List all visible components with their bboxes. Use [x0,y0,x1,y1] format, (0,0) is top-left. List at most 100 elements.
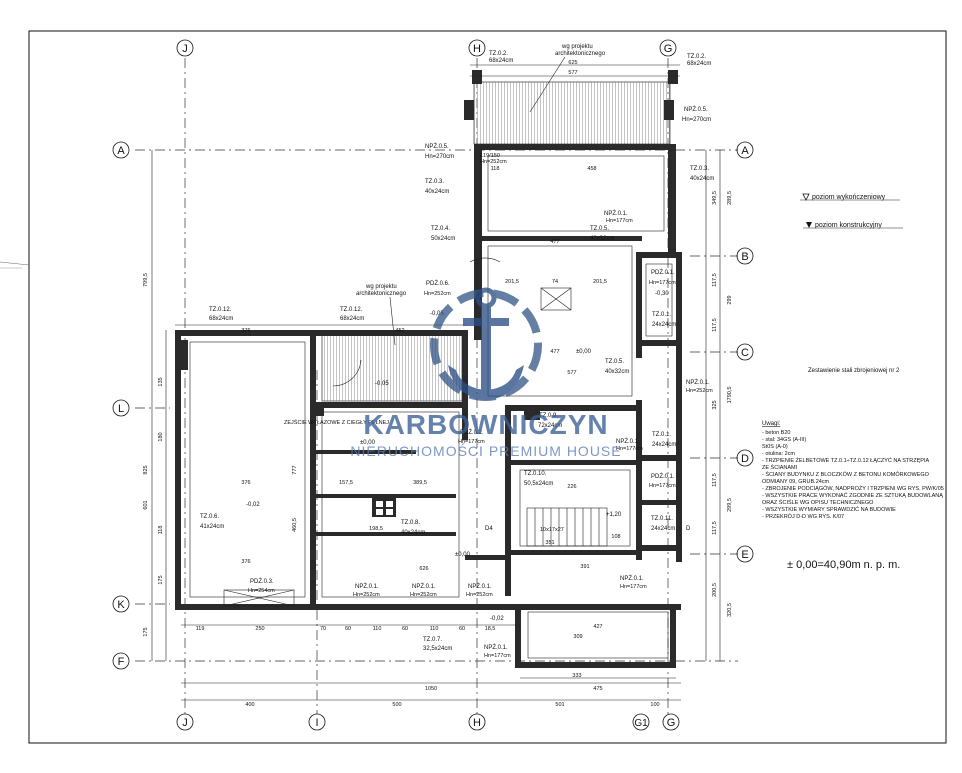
dim-text: 200,5 [712,583,718,597]
axis-label: J [182,717,188,729]
label-size: Hn=177cm [620,584,647,590]
dim-text: 500 [392,702,401,708]
dim-text: 626 [419,566,428,572]
elevation-datum: ± 0,00=40,90m n. p. m. [787,559,900,571]
label-size: Hn=254cm [248,588,275,594]
label-size: 72x24cm [538,423,562,429]
label-size: 40x24cm [690,176,714,182]
level-marker: ±0,00 [576,349,592,355]
axis-label: E [741,549,748,561]
dim-text: 625 [568,60,577,66]
dim-text: 110 [373,626,382,632]
dim-text: 477 [550,349,559,355]
dim-text: 477 [550,239,559,245]
axis-label: D [741,453,749,465]
level-marker: -0,30 [655,291,669,297]
label-tz04: TZ.0.4. [431,226,450,232]
axis-bubble-bottom-j: J [176,713,194,731]
dim-text: 108 [611,534,620,540]
label-size: Hn=252cm [353,592,380,598]
label-npz01: NPŻ.0.1. [616,438,640,445]
label-tz03: TZ.0.3. [690,166,709,172]
dim-text: 452 [395,328,404,334]
axis-label: C [741,347,749,359]
axis-bubble-right-e: E [736,545,754,563]
label-npz01: NPŻ.0.1. [412,583,436,590]
dim-text: 389,5 [413,480,427,486]
axis-bubble-top-h: H [468,39,486,57]
dim-text: 475 [593,686,602,692]
label-size: Hn=177cm [458,439,485,445]
dim-text: 349,5 [712,191,718,205]
dim-text: 825 [143,465,149,474]
level-marker: -0,02 [490,616,504,622]
dim-text: 201,5 [505,279,519,285]
label-size: Hn=177cm [649,280,676,286]
label-npz01: NPŻ.0.1. [468,583,492,590]
dim-text: 74 [552,279,558,285]
axis-label: A [117,145,125,157]
legend-structural-level: poziom konstrukcyjny [815,222,882,229]
axis-label: G [664,43,673,55]
dim-text: 117,5 [712,318,718,331]
axis-label: I [315,717,318,729]
dim-text: 60 [459,626,465,632]
label-size: 24x24cm [652,442,676,448]
watermark-brand: KARBOWNICZYN [363,409,608,440]
label-wg-projektu: wg projektu [365,284,397,290]
label-size: 40x32cm [605,369,629,375]
label-pdz02: PDŻ.0.2. [460,429,484,436]
label-size: Hn=252cm [424,291,451,297]
axis-bubble-bottom-g: G [662,713,680,731]
label-tz07: TZ.0.7. [423,637,442,643]
label-size: 68x24cm [209,316,233,322]
notes-block: Uwagi: - beton B20 - stal: 34GS (A-III) … [762,421,944,520]
label-npz05: NPŻ.0.5. [425,143,449,150]
terrace-left-hatched [321,334,463,402]
dim-text: 201,5 [593,279,607,285]
axis-bubble-bottom-g1: G1 [632,713,650,731]
axis-label: A [741,145,749,157]
label-tz012: TZ.0.12. [340,307,363,313]
label-pdz01: PDŻ.0.1. [651,473,675,480]
label-npz01: NPŻ.0.1. [686,379,710,386]
label-tz01: TZ.0.1. [652,312,671,318]
label-size: Hn=270cm [682,117,711,123]
label-tz010: TZ.0.10. [524,471,547,477]
axis-bubble-right-c: C [736,343,754,361]
dim-text: 250 [255,626,264,632]
label-size: Hn=177cm [484,653,511,659]
level-legend: poziom wykończeniowy poziom konstrukcyjn… [800,193,903,229]
dim-text: 180 [158,432,164,441]
axis-label: J [182,43,188,55]
label-size: 68x24cm [687,61,711,67]
dim-text: 117,5 [712,521,718,534]
section-marker: D4 [485,526,493,532]
dim-text: 391 [580,564,589,570]
axis-bubble-top-g: G [659,39,677,57]
label-size: 24x24cm [651,526,675,532]
label-architektonicznego: architektonicznego [555,51,606,57]
dim-text: 119 [196,626,205,632]
label-tz09: TZ.0.9. [539,413,558,419]
label-tz05: TZ.0.5. [605,359,624,365]
label-pdz03: PDŻ.0.3. [250,578,274,585]
note-line: - otulina: 2cm [762,451,795,457]
axis-label: B [741,251,748,263]
dim-text: 400 [245,702,254,708]
level-marker: +1,20 [606,512,622,518]
watermark-sub: NIERUCHOMOŚCI PREMIUM HOUSE [350,442,621,459]
dimension-texts: 625 577 458 118 477 201,5 201,5 74 477 5… [143,60,733,708]
dim-text: 577 [567,370,576,376]
label-tz02: TZ.0.2. [489,51,508,57]
label-npz01: NPŻ.0.1. [355,583,379,590]
dim-text: 458 [587,166,596,172]
label-architektonicznego: architektonicznego [356,291,407,297]
axis-label: K [117,599,125,611]
dim-text: 135 [158,377,164,386]
label-npz01: NPŻ.0.1. [620,575,644,582]
note-line: - ŚCIANY BUDYNKU Z BLOCZKÓW Z BETONU KOM… [762,470,930,478]
label-npz05: NPŻ.0.5. [684,106,708,113]
